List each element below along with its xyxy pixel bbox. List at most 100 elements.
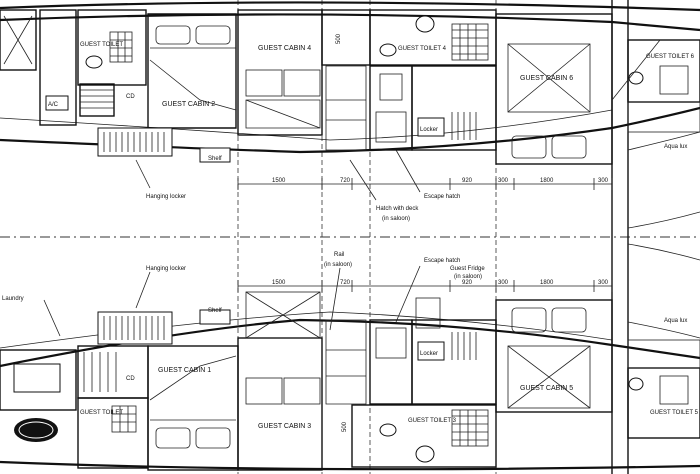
label-guest-toilet-bottom-left: GUEST TOILET [80,410,123,416]
shower-grid-top-left [109,31,133,63]
ac-room-top [39,9,77,126]
label-locker-bottom: Locker [420,351,438,357]
lower-hull-transom [627,321,700,339]
aqua-area-top [627,101,700,133]
dim-300-bottom: 300 [498,280,509,286]
label-aqua-bottom: Aqua lux [664,318,687,324]
label-hanging-locker-bottom: Hanging locker [146,266,186,272]
lower-hull [0,243,700,471]
dim-300-top: 300 [498,178,509,184]
hanging-locker-bottom [97,311,173,345]
toilet-bowl-top [379,43,397,57]
lower-hull-step [627,243,700,261]
dim-720-top: 720 [340,178,351,184]
upper-hull-inner-top [0,13,700,32]
dim-300b-bottom: 300 [598,280,609,286]
upper-hull-inner-line [0,109,613,141]
shower-top [451,23,489,61]
guest-cabin-6 [495,13,613,165]
hanging-locker-top [97,127,173,157]
label-rail: Rail [334,252,344,258]
guest-toilet-3 [351,404,497,468]
cabin-3-bed-top [245,291,321,339]
label-guest-toilet-top-left: GUEST TOILET [80,42,123,48]
label-guest-toilet-5: GUEST TOILET 5 [650,410,699,416]
upper-interior [0,9,700,165]
label-guest-toilet-6: GUEST TOILET 6 [646,54,695,60]
guest-toilet-4 [369,9,497,66]
label-cd-bottom: CD [126,376,135,382]
upper-hull [0,1,700,229]
laundry-room [0,349,77,411]
toilet-bowl-6 [628,71,644,85]
locker-block-top [411,65,497,151]
corridor-cabinet-top [321,9,371,66]
label-guest-cabin-6: GUEST CABIN 6 [520,75,573,82]
locker-bottom [417,341,445,361]
label-500-top: 500 [336,33,342,44]
guest-cabin-2 [147,13,237,129]
locker-top [417,117,445,137]
stairs-bottom [77,345,149,399]
label-hatch-with-deck: Hatch with deck [376,206,419,212]
locker-block-bottom [411,319,497,405]
label-guest-toilet-3: GUEST TOILET 3 [408,418,457,424]
dim-1800-bottom: 1800 [540,280,554,286]
label-guest-cabin-3: GUEST CABIN 3 [258,423,311,430]
dim-920-top: 920 [462,178,473,184]
bed-top-right [283,69,321,97]
label-aqua-top: Aqua lux [664,144,687,150]
ac-unit-top [45,95,69,111]
pillow-top-2 [195,25,231,45]
upper-hull-outer-top [0,1,700,12]
logo-stamp [14,418,58,442]
dim-1500-top: 1500 [272,178,286,184]
forward-locker-cross [3,15,33,65]
label-laundry: Laundry [2,296,24,302]
label-escape-hatch-bottom: Escape hatch [424,258,460,264]
washbasin-top [415,15,435,33]
bed-cabin-6 [507,43,591,113]
shelf-bottom [199,309,231,325]
label-guest-toilet-4: GUEST TOILET 4 [398,46,447,52]
upper-hull-step [627,211,700,229]
label-in-saloon-top: (in saloon) [382,216,410,222]
label-cd-top: CD [126,94,135,100]
dim-920-bottom: 920 [462,280,473,286]
label-in-saloon-rail: (in saloon) [324,262,352,268]
dim-1800-top: 1800 [540,178,554,184]
label-shelf-bottom: Shelf [208,308,222,314]
label-guest-cabin-1: GUEST CABIN 1 [158,367,211,374]
label-shelf-top: Shelf [208,156,222,162]
dim-300b-top: 300 [598,178,609,184]
dimension-lines [237,178,613,292]
lower-interior [0,291,700,471]
guest-cabin-4 [237,9,323,136]
guest-toilet-6 [627,39,700,103]
label-escape-hatch-top: Escape hatch [424,194,460,200]
label-guest-cabin-4: GUEST CABIN 4 [258,45,311,52]
label-in-saloon-fridge: (in saloon) [454,274,482,280]
label-locker-top: Locker [420,127,438,133]
label-hanging-locker-top: Hanging locker [146,194,186,200]
aqua-area-bottom [627,339,700,369]
lower-hull-outer-bottom [0,460,700,471]
leader-lines [43,39,661,337]
label-guest-cabin-2: GUEST CABIN 2 [162,101,215,108]
guest-cabin-1 [147,345,239,471]
stairs-top [79,83,115,117]
dim-1500-bottom: 1500 [272,280,286,286]
label-500-bottom: 500 [342,421,348,432]
toilet-bowl-top-left [85,55,103,69]
upper-hull-transom [627,131,700,151]
guest-cabin-5 [495,299,613,413]
label-guest-fridge: Guest Fridge [450,266,485,272]
label-guest-cabin-5: GUEST CABIN 5 [520,385,573,392]
shelf-top [199,147,231,163]
washer [13,363,61,393]
forward-locker-top [0,9,37,71]
label-ac: A/C [48,102,59,108]
pillow-top-1 [155,25,191,45]
guest-toilet-bottom-left [77,397,149,469]
